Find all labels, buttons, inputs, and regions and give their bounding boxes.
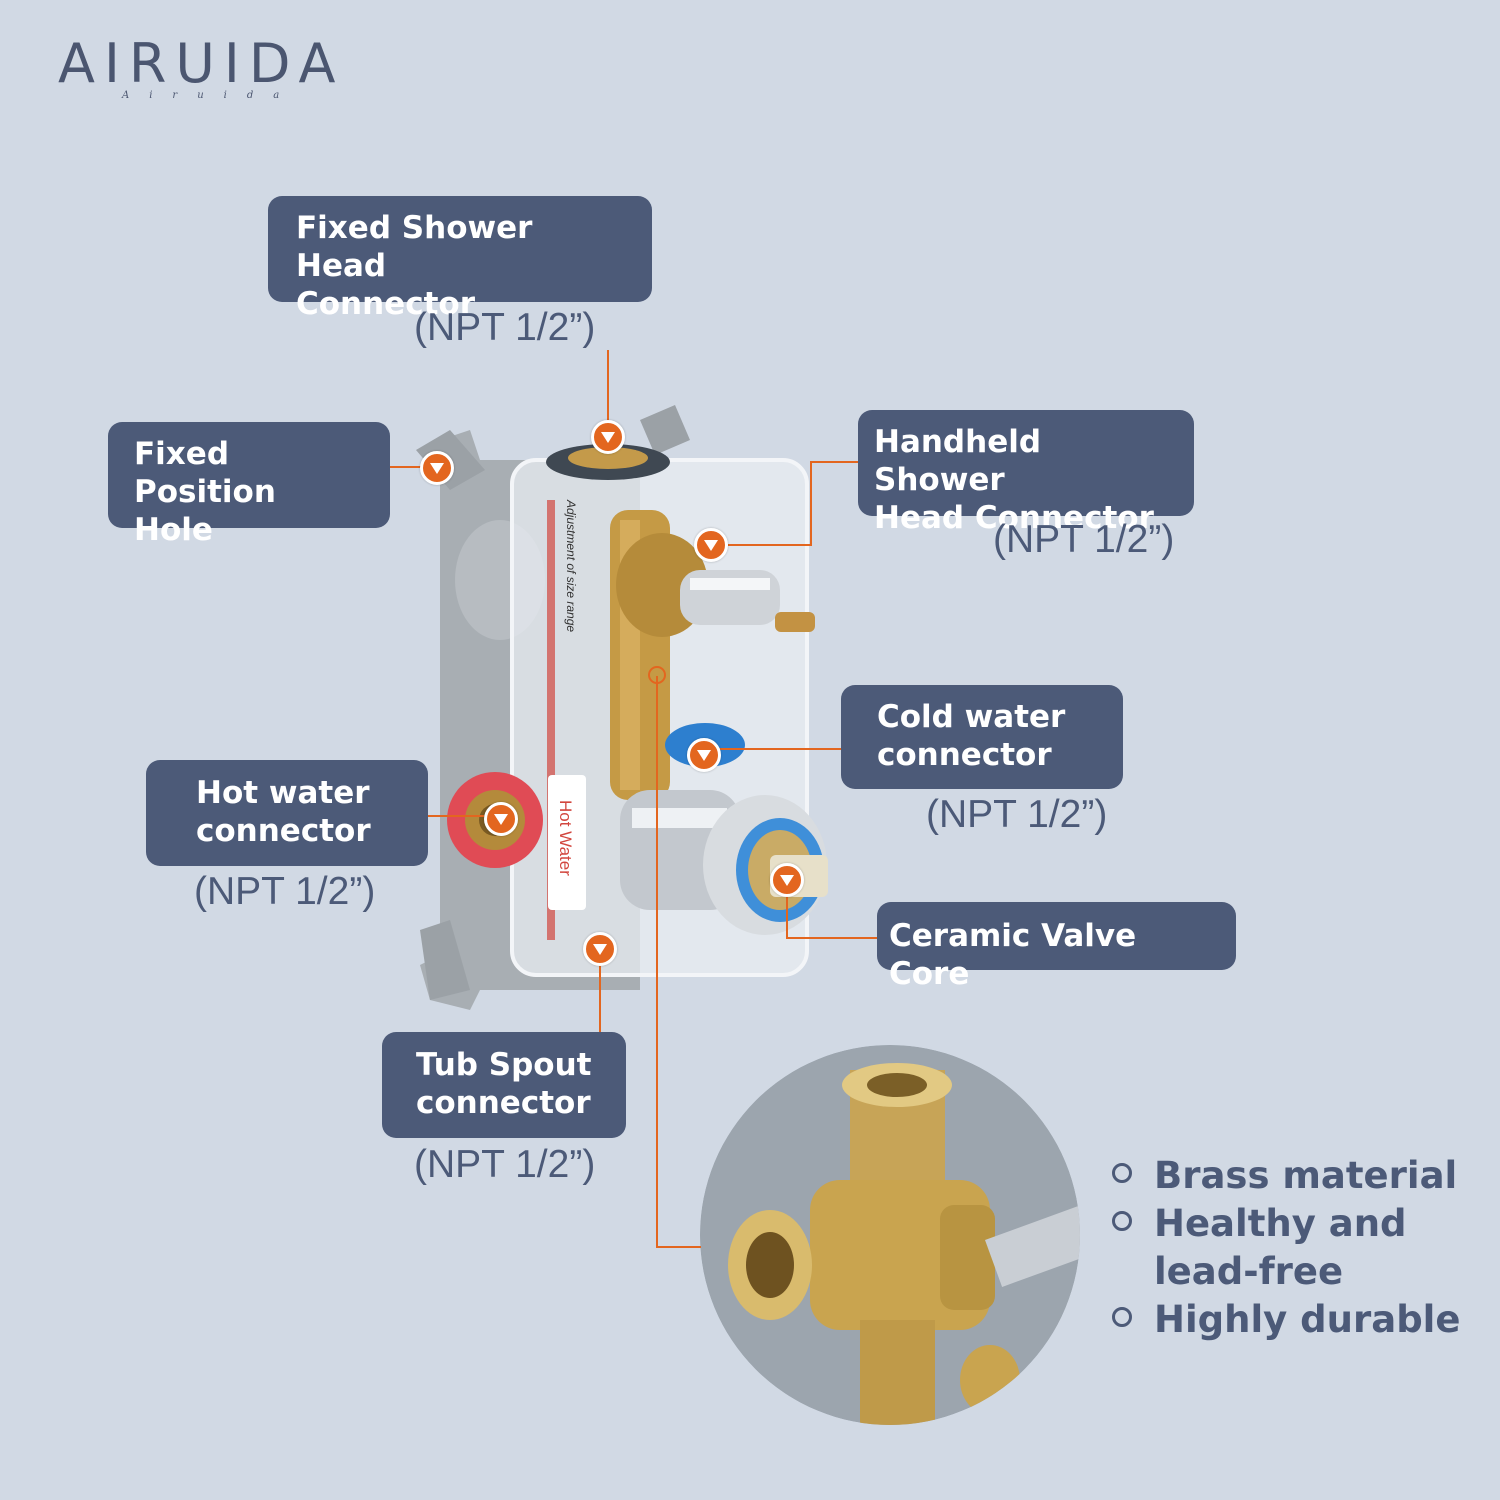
adjustment-text: Adjustment of size range — [564, 499, 578, 632]
brand-logo: AIRUIDA Airuida — [58, 34, 388, 104]
leader-handheld-h2 — [728, 544, 812, 546]
leader-ceramic-v — [786, 895, 788, 937]
feature-item: Brass material — [1112, 1152, 1482, 1200]
label-tub-spout: Tub Spout connector — [382, 1032, 626, 1138]
leader-brass-v — [656, 676, 658, 1248]
label-hot-water: Hot water connector — [146, 760, 428, 866]
label-handheld-shower-head: Handheld Shower Head Connector — [858, 410, 1194, 536]
label-fixed-shower-head: Fixed Shower Head Connector — [268, 196, 652, 322]
spec-handheld-shower-head: (NPT 1/2”) — [993, 518, 1175, 561]
mounting-tab-bottom-left — [420, 920, 470, 1000]
spec-hot-water: (NPT 1/2”) — [194, 870, 376, 913]
spec-fixed-shower-head: (NPT 1/2”) — [414, 306, 596, 349]
leader-tub — [599, 965, 601, 1033]
marker-tub-spout — [583, 932, 617, 966]
marker-fixed-position-hole — [420, 451, 454, 485]
marker-fixed-shower-head — [591, 420, 625, 454]
leader-fixed-shower-vertical — [607, 350, 609, 430]
label-ceramic-valve-core: Ceramic Valve Core — [877, 902, 1236, 992]
brand-name: AIRUIDA — [58, 32, 345, 95]
mounting-tab-top-right — [640, 405, 690, 455]
leader-handheld-h — [810, 461, 860, 463]
leader-handheld-v — [810, 461, 812, 546]
leader-cold — [718, 748, 842, 750]
marker-cold-water — [687, 738, 721, 772]
label-cold-water: Cold water connector — [841, 685, 1123, 789]
brass-detail-inset — [700, 1045, 1080, 1425]
leader-brass-h — [656, 1246, 701, 1248]
leader-fixed-position — [390, 466, 430, 468]
leader-hot — [428, 815, 484, 817]
brand-tagline: Airuida — [122, 90, 300, 101]
marker-ceramic-valve-core — [770, 863, 804, 897]
spec-tub-spout: (NPT 1/2”) — [414, 1143, 596, 1186]
marker-hot-water — [484, 802, 518, 836]
feature-list: Brass material Healthy and lead-free Hig… — [1112, 1152, 1482, 1344]
hot-water-tag-text: Hot Water — [556, 800, 575, 876]
feature-item: Healthy and lead-free — [1112, 1200, 1482, 1296]
leader-ceramic-h — [786, 937, 878, 939]
circle-bullet-icon — [1112, 1307, 1132, 1327]
marker-handheld-shower-head — [694, 528, 728, 562]
circle-bullet-icon — [1112, 1163, 1132, 1183]
feature-item: Highly durable — [1112, 1296, 1482, 1344]
brass-anchor-dot — [648, 666, 666, 684]
circle-bullet-icon — [1112, 1211, 1132, 1231]
spec-cold-water: (NPT 1/2”) — [926, 793, 1108, 836]
label-fixed-position-hole: Fixed Position Hole — [108, 422, 390, 548]
hot-water-tag — [548, 775, 586, 910]
hot-water-stripe — [547, 500, 555, 940]
